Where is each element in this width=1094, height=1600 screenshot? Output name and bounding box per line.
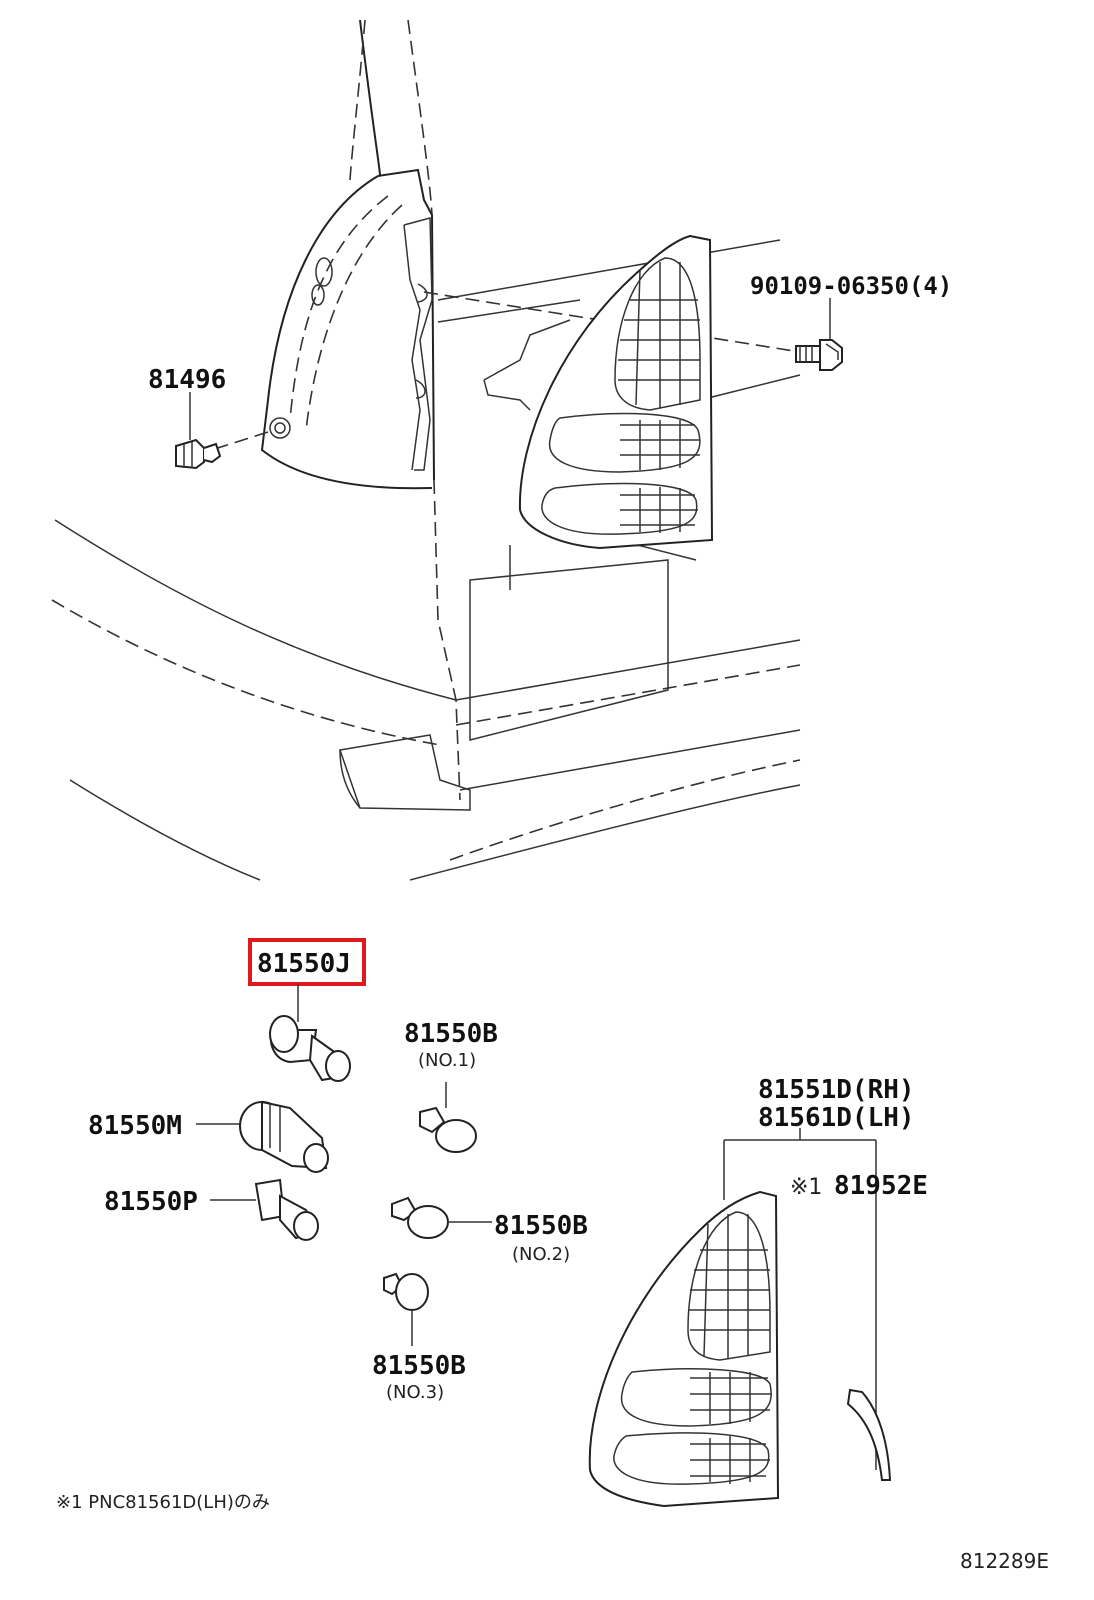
label-bulb-no2: 81550B (494, 1211, 588, 1241)
label-screw: 90109-06350(4) (750, 272, 952, 300)
label-socket-j: 81550J (257, 949, 351, 979)
highlight-box (248, 938, 366, 986)
label-bulb-no1: 81550B (404, 1019, 498, 1049)
bulb-no3-icon[interactable] (383, 1272, 429, 1346)
screw-icon[interactable] (795, 339, 843, 371)
bulb-no1-icon[interactable] (419, 1082, 477, 1153)
label-bulb-no3: 81550B (372, 1351, 466, 1381)
label-lamp-rh: 81551D(RH) (758, 1075, 915, 1105)
socket-m-icon[interactable] (196, 1100, 329, 1173)
label-lamp-lh: 81561D(LH) (758, 1103, 915, 1133)
label-clip: 81496 (148, 365, 226, 395)
drawing-number: 812289E (960, 1549, 1049, 1573)
bulb-no2-icon[interactable] (391, 1196, 492, 1239)
label-socket-p: 81550P (104, 1187, 198, 1217)
tail-lamp-exploded (588, 1128, 892, 1508)
vehicle-body-outline (51, 19, 801, 881)
socket-p-icon[interactable] (210, 1178, 319, 1241)
tail-lamp-mounted (518, 234, 714, 550)
label-bulb-no3-sub: (NO.3) (386, 1382, 444, 1403)
clip-icon[interactable] (175, 438, 222, 470)
label-bulb-no2-sub: (NO.2) (512, 1244, 570, 1265)
label-bulb-no1-sub: (NO.1) (418, 1050, 476, 1071)
label-gasket: 81952E (834, 1171, 928, 1201)
footnote: ※1 PNC81561D(LH)のみ (56, 1492, 270, 1513)
socket-j-icon[interactable] (269, 984, 351, 1082)
label-gasket-mark: ※1 (790, 1175, 822, 1200)
upper-lamp-grid (618, 262, 700, 408)
label-socket-m: 81550M (88, 1111, 182, 1141)
